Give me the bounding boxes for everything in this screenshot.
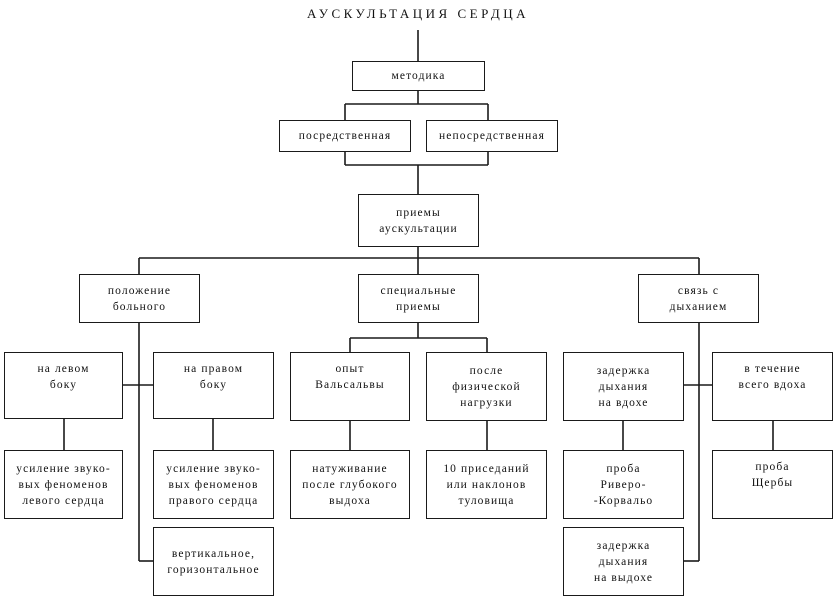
node-zaderzhka-dyhaniya-na-vydohe: задержка дыхания на выдохе (563, 527, 684, 596)
node-specialnye-priemy: специальные приемы (358, 274, 479, 323)
node-na-pravom-boku: на правом боку (153, 352, 274, 419)
node-priemy-auskultacii: приемы аускультации (358, 194, 479, 247)
node-vertikalnoe-gorizontalnoe: вертикальное, горизонтальное (153, 527, 274, 596)
node-neposredstvennaya: непосредственная (426, 120, 558, 152)
node-svyaz-s-dyhaniem: связь с дыханием (638, 274, 759, 323)
node-proba-rivero-korvalo: проба Риверо- -Корвальо (563, 450, 684, 519)
node-proba-shcherby: проба Щербы (712, 450, 833, 519)
node-na-levom-boku: на левом боку (4, 352, 123, 419)
node-usilenie-levogo-serdca: усиление звуко- вых феноменов левого сер… (4, 450, 123, 519)
node-usilenie-pravogo-serdca: усиление звуко- вых феноменов правого се… (153, 450, 274, 519)
node-polozhenie-bolnogo: положение больного (79, 274, 200, 323)
node-v-techenie-vsego-vdoha: в течение всего вдоха (712, 352, 833, 421)
node-opyt-valsalvy: опыт Вальсальвы (290, 352, 410, 421)
node-zaderzhka-dyhaniya-na-vdohe: задержка дыхания на вдохе (563, 352, 684, 421)
node-10-prisedaniy: 10 приседаний или наклонов туловища (426, 450, 547, 519)
node-natuzhivanie: натуживание после глубокого выдоха (290, 450, 410, 519)
node-posredstvennaya: посредственная (279, 120, 411, 152)
node-posle-fizicheskoy-nagruzki: после физической нагрузки (426, 352, 547, 421)
diagram-title: АУСКУЛЬТАЦИЯ СЕРДЦА (307, 6, 529, 21)
node-metodika: методика (352, 61, 485, 91)
